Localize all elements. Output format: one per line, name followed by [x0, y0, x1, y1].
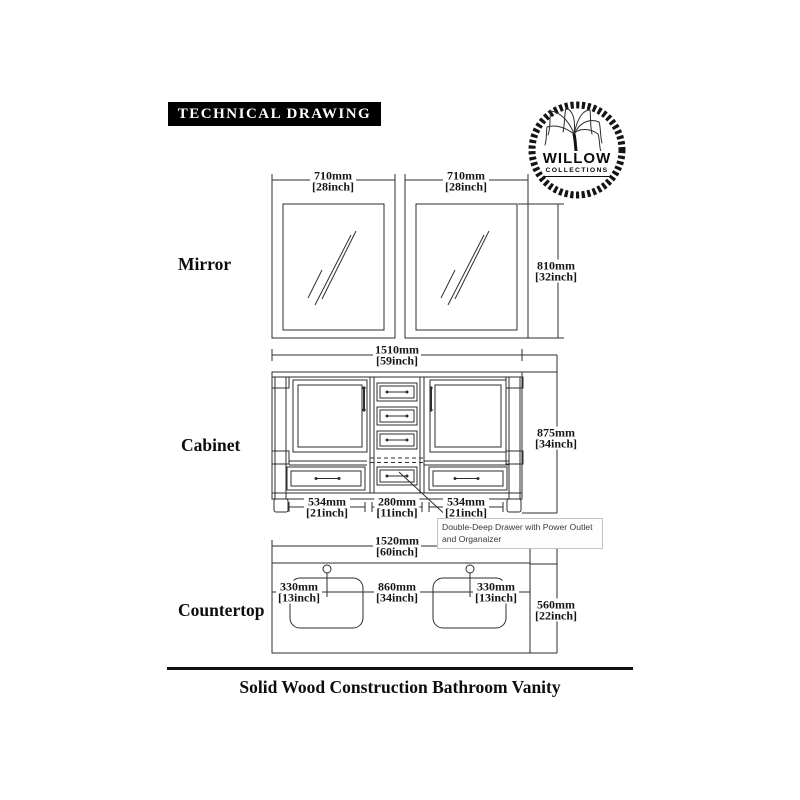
faucet-hole-right-icon [465, 564, 475, 574]
cabinet-center-drawer-stack [376, 382, 418, 450]
dim-inch-label: [13inch] [475, 590, 517, 604]
dim-mm-label: 860mm [378, 579, 416, 594]
dim-mm-label: 710mm [314, 168, 352, 183]
willow-collections-logo [528, 101, 626, 199]
dim-inch-label: [34inch] [535, 436, 577, 450]
dim-cabinet-door-right: 534mm [21inch] [443, 494, 489, 519]
callout-line-1: Double-Deep Drawer with Power Outlet [442, 522, 593, 532]
dim-countertop-depth: 560mm [22inch] [533, 597, 579, 622]
cabinet-posts [271, 376, 524, 513]
section-label-cabinet: Cabinet [181, 435, 241, 455]
logo-brand-text: WILLOW [540, 150, 614, 167]
dim-inch-label: [22inch] [535, 608, 577, 622]
drawer-feature-callout: Double-Deep Drawer with Power Outlet and… [437, 518, 603, 549]
dim-mm-label: 534mm [308, 494, 346, 509]
rope-border-icon [528, 101, 626, 199]
cabinet-drawing [271, 371, 524, 513]
section-label-mirror: Mirror [178, 254, 232, 274]
footer-caption: Solid Wood Construction Bathroom Vanity [239, 677, 561, 697]
dim-mm-label: 560mm [537, 597, 575, 612]
dim-mm-label: 1520mm [375, 533, 419, 548]
dim-mm-label: 875mm [537, 425, 575, 440]
faucet-hole-left-icon [322, 564, 332, 574]
mirror-left-drawing [271, 179, 396, 339]
dim-cabinet-height: 875mm [34inch] [533, 425, 579, 450]
dim-mm-label: 534mm [447, 494, 485, 509]
dim-cabinet-width: 1510mm [59inch] [373, 342, 421, 367]
callout-line-2: and Organaizer [442, 533, 502, 544]
page-title: TECHNICAL DRAWING [168, 102, 381, 126]
dim-mm-label: 710mm [447, 168, 485, 183]
dim-inch-label: [28inch] [312, 179, 354, 193]
dim-countertop-faucet-left: 330mm [13inch] [276, 579, 322, 604]
dim-inch-label: [11inch] [376, 505, 418, 519]
cabinet-right-door [429, 379, 507, 453]
dim-inch-label: [28inch] [445, 179, 487, 193]
logo-sub-brand-text: COLLECTIONS [544, 167, 610, 177]
cabinet-bottom-drawers [286, 466, 508, 491]
dim-countertop-faucet-right: 330mm [13inch] [473, 579, 519, 604]
dim-inch-label: [21inch] [306, 505, 348, 519]
cabinet-left-door [292, 379, 368, 453]
dim-mm-label: 1510mm [375, 342, 419, 357]
callout-leader-line [398, 471, 451, 520]
footer-divider [167, 667, 633, 670]
dim-mm-label: 280mm [378, 494, 416, 509]
hidden-drawer-dashed-line [370, 457, 424, 463]
dim-cabinet-door-left: 534mm [21inch] [304, 494, 350, 519]
dim-inch-label: [34inch] [376, 590, 418, 604]
dim-inch-label: [60inch] [376, 544, 418, 558]
dim-countertop-width: 1520mm [60inch] [373, 533, 421, 558]
dim-cabinet-drawer-center: 280mm [11inch] [374, 494, 420, 519]
dim-mm-label: 330mm [477, 579, 515, 594]
dim-inch-label: [59inch] [376, 353, 418, 367]
section-label-countertop: Countertop [178, 600, 265, 620]
dim-mirror-height: 810mm [32inch] [533, 258, 579, 283]
dim-mm-label: 810mm [537, 258, 575, 273]
dim-inch-label: [13inch] [278, 590, 320, 604]
dim-countertop-faucet-span: 860mm [34inch] [374, 579, 420, 604]
mirror-dimension-lines [271, 174, 564, 339]
dim-inch-label: [21inch] [445, 505, 487, 519]
dim-mirror-width-left: 710mm [28inch] [310, 168, 356, 193]
mirror-right-drawing [404, 179, 529, 339]
dim-inch-label: [32inch] [535, 269, 577, 283]
dim-mm-label: 330mm [280, 579, 318, 594]
dim-mirror-width-right: 710mm [28inch] [443, 168, 489, 193]
